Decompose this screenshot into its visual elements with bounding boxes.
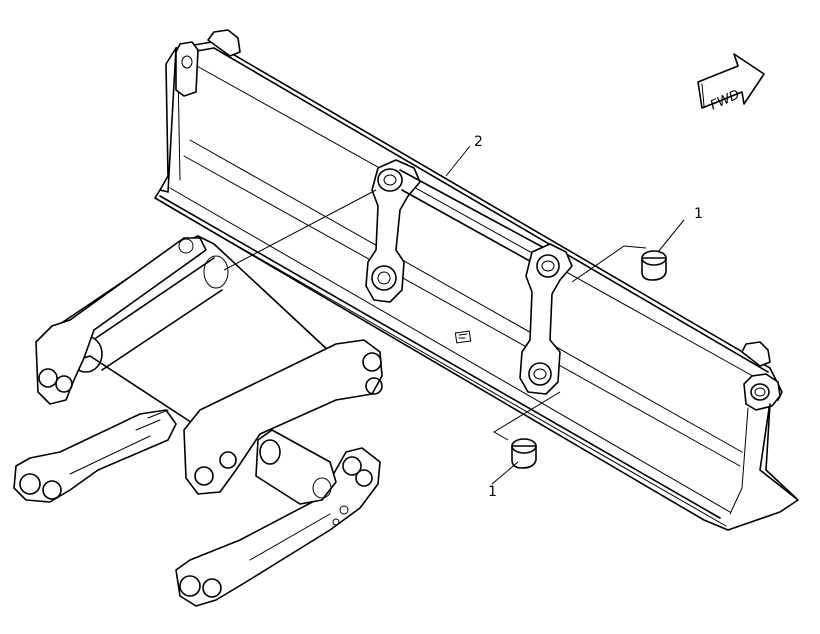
pin-part-top	[641, 250, 667, 281]
bucket-assembly	[154, 29, 799, 531]
pin-part-bottom	[511, 438, 537, 469]
callout-2: 2	[474, 134, 483, 150]
leader-lines	[223, 145, 685, 485]
mounting-bracket-right	[519, 243, 573, 395]
fwd-arrow-icon: FWD	[697, 53, 765, 113]
callout-1-top: 1	[694, 206, 703, 222]
loader-linkage	[13, 235, 383, 607]
mounting-bracket-left	[365, 159, 549, 303]
callout-1-bottom: 1	[488, 484, 497, 500]
